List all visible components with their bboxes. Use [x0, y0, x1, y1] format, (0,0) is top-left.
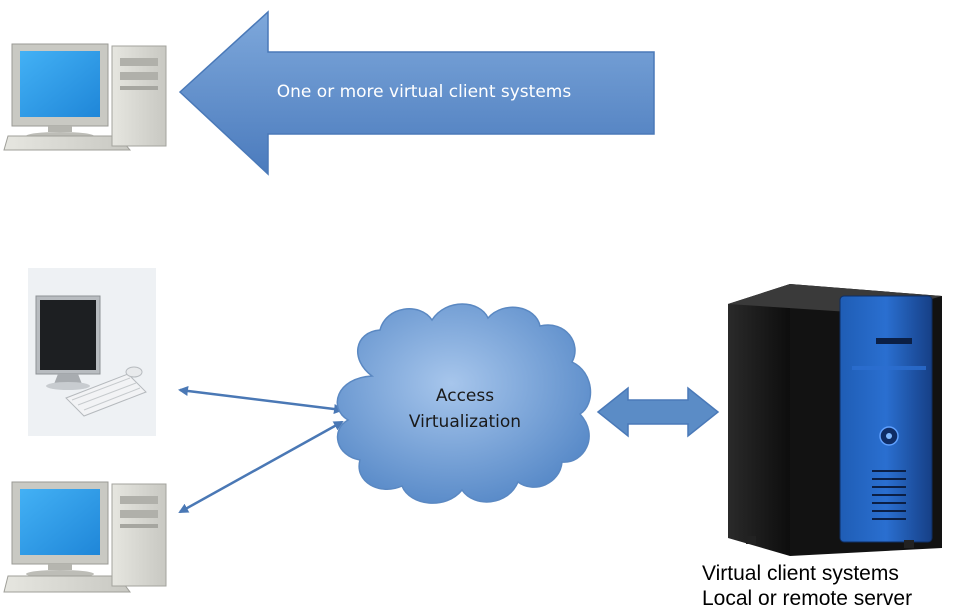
- top-flow-arrow: [178, 10, 655, 176]
- desktop-computer-icon-bottom: [3, 481, 167, 593]
- server-caption-line1: Virtual client systems: [702, 562, 899, 585]
- server-caption-line2: Local or remote server: [702, 587, 913, 610]
- top-arrow-label: One or more virtual client systems: [276, 82, 572, 102]
- double-block-arrow: [596, 386, 720, 438]
- desktop-computer-icon: [3, 43, 167, 151]
- tower-server-icon: [728, 284, 942, 556]
- connector-arrow-upper: [178, 386, 344, 414]
- cloud-shape: [336, 303, 592, 504]
- flat-panel-computer-icon: [28, 268, 156, 436]
- cloud-label-line1: Access: [435, 386, 495, 406]
- cloud-label-line2: Virtualization: [408, 412, 522, 432]
- connector-arrow-lower: [178, 420, 344, 514]
